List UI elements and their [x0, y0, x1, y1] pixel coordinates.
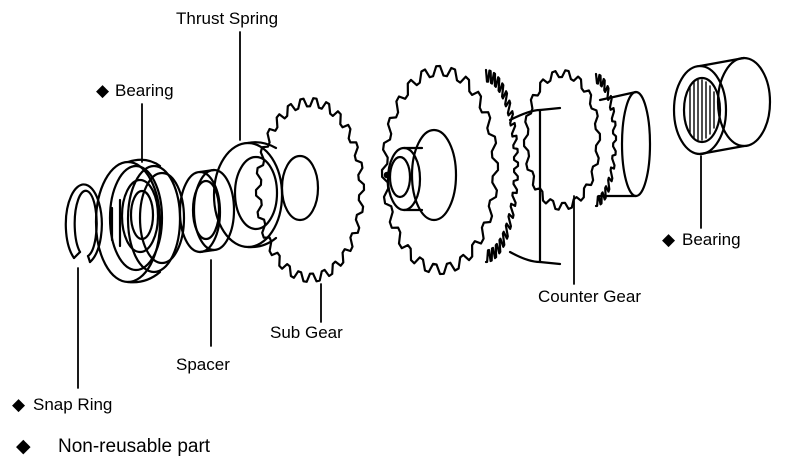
snap-ring-label: Snap Ring	[33, 395, 112, 414]
bearing-right-callout: ◆ Bearing	[662, 230, 741, 249]
thrust-spring-label: Thrust Spring	[176, 9, 278, 28]
snap-ring-callout: ◆ Snap Ring	[12, 395, 112, 414]
legend: ◆ Non-reusable part	[16, 436, 211, 457]
non-reusable-marker: ◆	[662, 230, 676, 249]
legend-symbol: ◆	[16, 436, 31, 457]
non-reusable-marker: ◆	[12, 395, 26, 414]
thrust-spring-part	[212, 141, 284, 249]
left-bearing-part	[94, 158, 186, 284]
legend-text: Non-reusable part	[58, 436, 211, 457]
non-reusable-marker: ◆	[96, 81, 110, 100]
spacer-label: Spacer	[176, 355, 230, 374]
bearing-left-callout: ◆ Bearing	[96, 81, 174, 100]
bearing-right-label: Bearing	[682, 230, 741, 249]
spacer-part	[178, 168, 236, 254]
counter-gear-part	[380, 64, 652, 276]
right-bearing-part	[672, 56, 772, 156]
sub-gear-label: Sub Gear	[270, 323, 343, 342]
snap-ring-part	[64, 183, 103, 264]
counter-gear-label: Counter Gear	[538, 287, 641, 306]
bearing-left-label: Bearing	[115, 81, 174, 100]
leader-lines	[77, 31, 702, 389]
sub-gear-part	[254, 97, 366, 283]
